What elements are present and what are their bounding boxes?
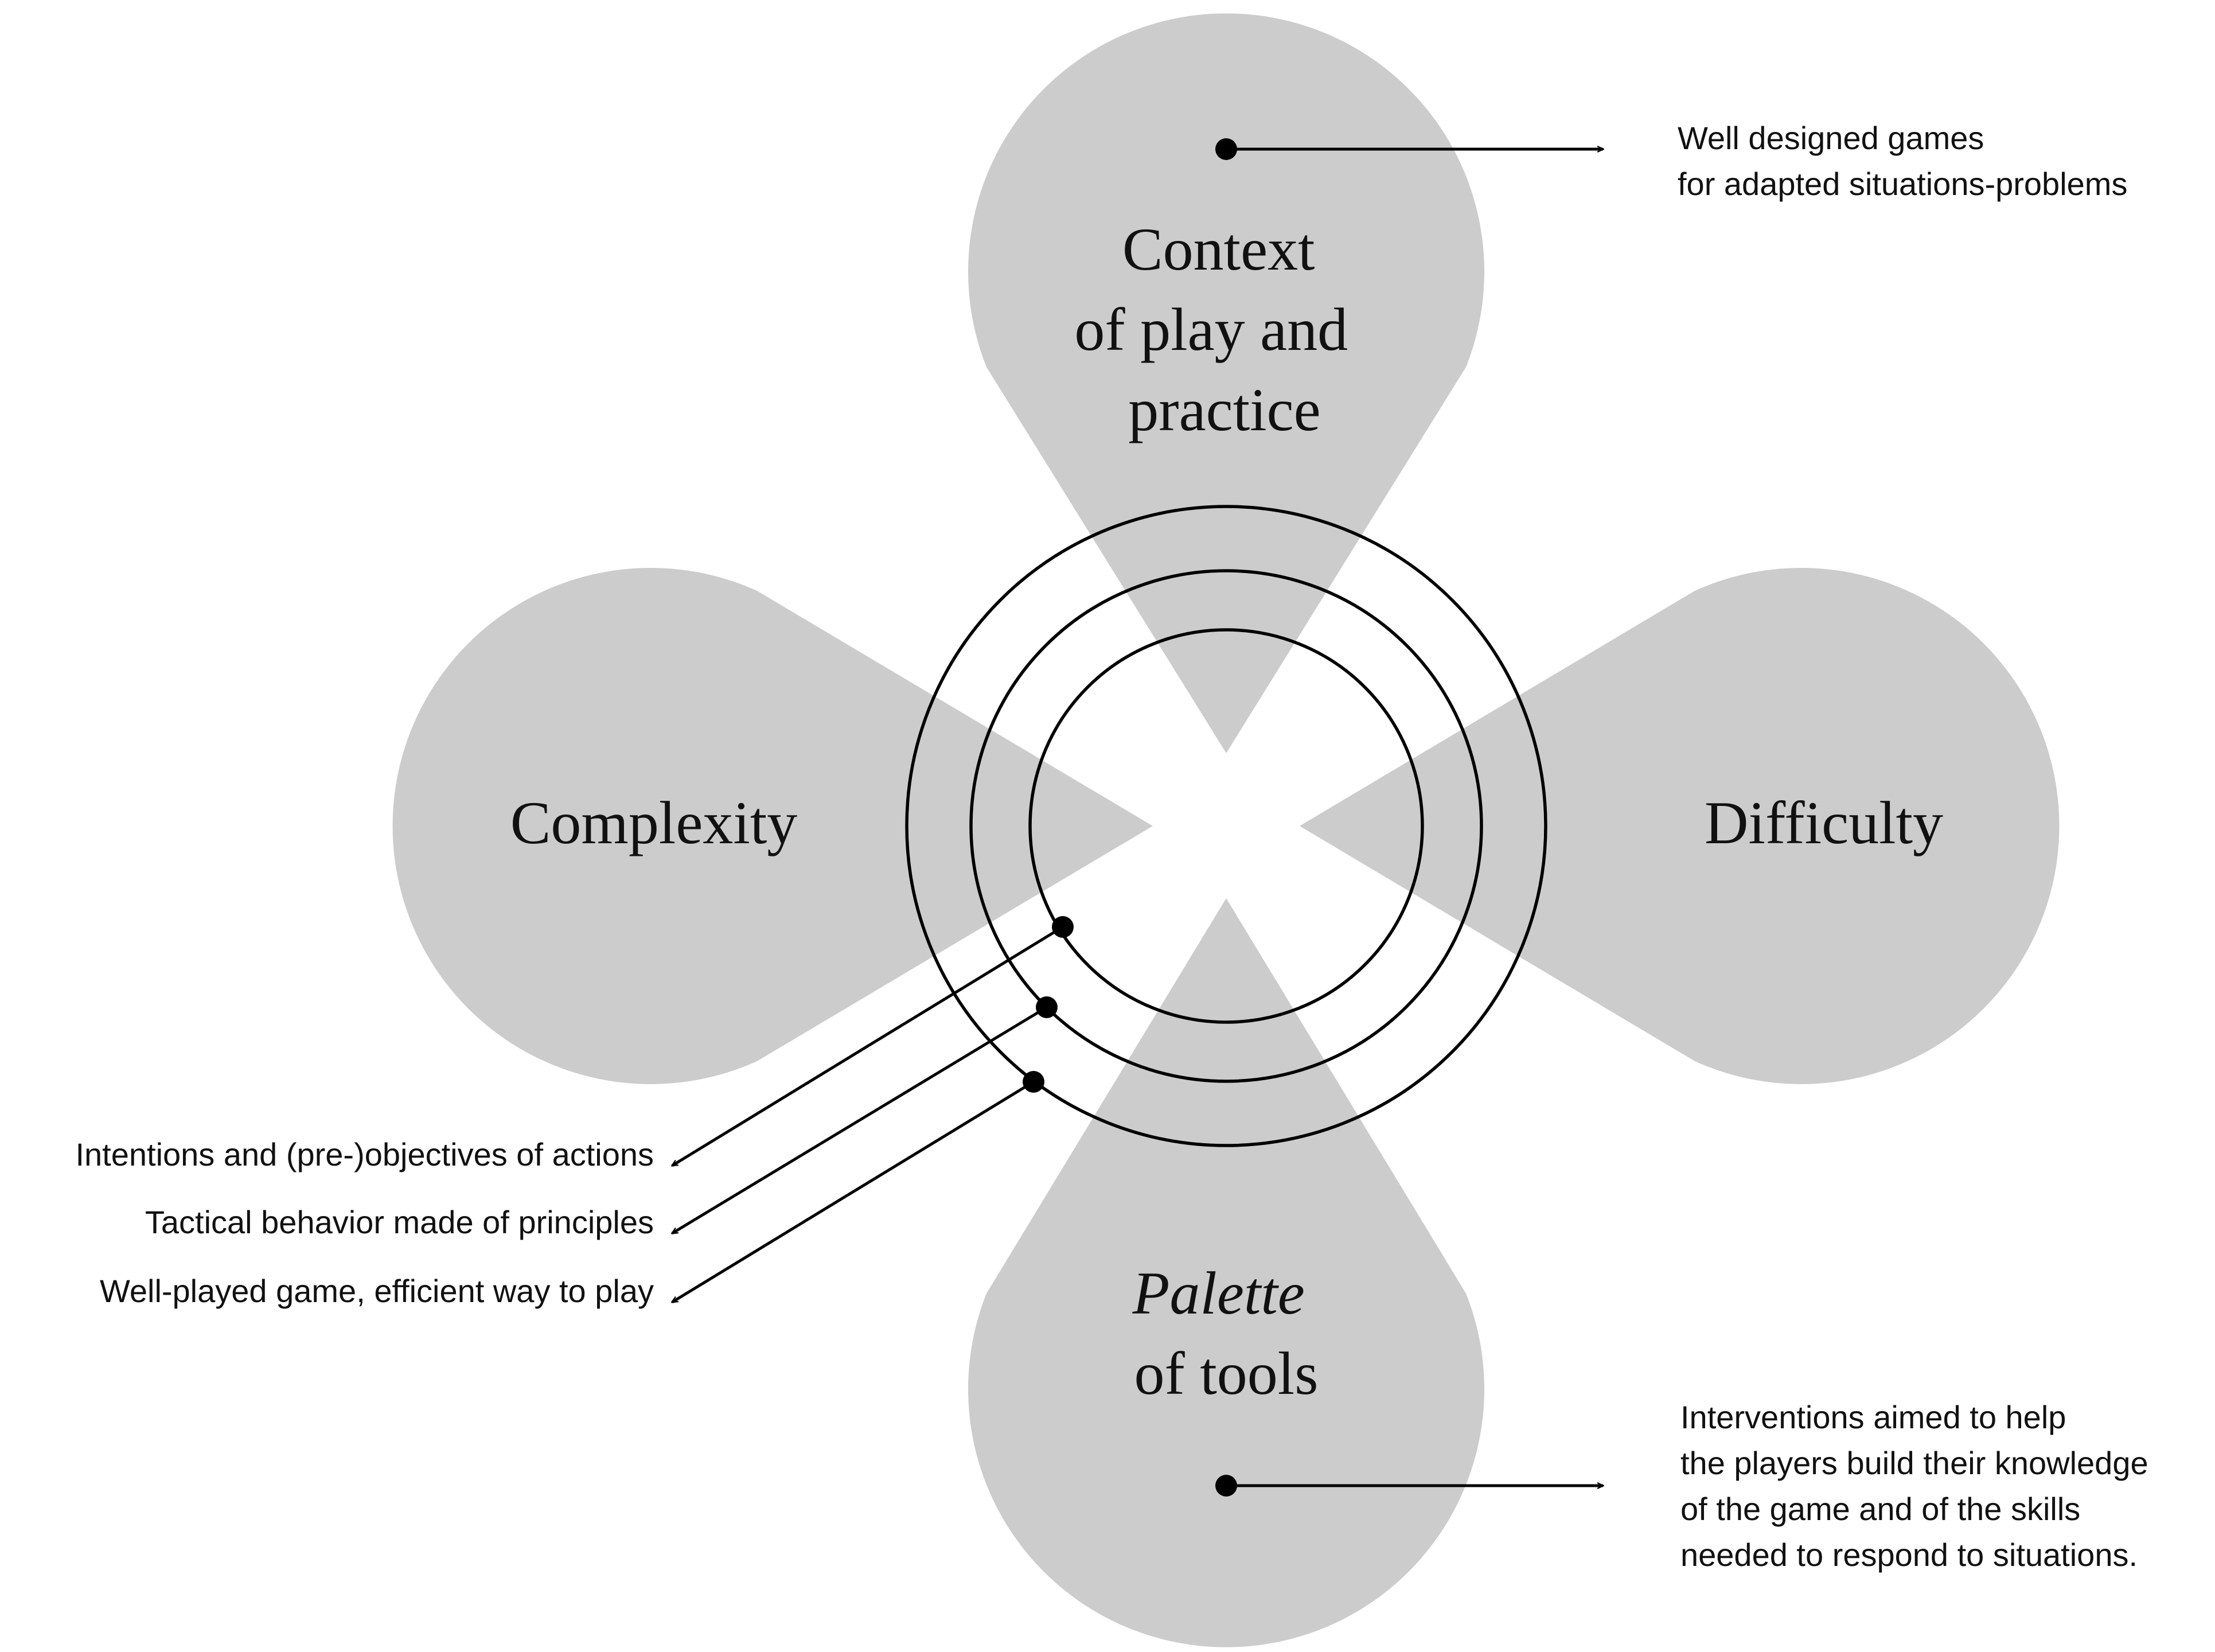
middle-ring-arrow [672, 1006, 1048, 1235]
bottom-callout-line-3: of the game and of the skills [1680, 1491, 2080, 1527]
outer-ring-label: Well-played game, efficient way to play [100, 1273, 654, 1309]
top-petal-line-3: practice [1128, 376, 1320, 443]
inner-ring-label: Intentions and (pre-)objectives of actio… [75, 1136, 654, 1172]
bottom-callout-line-4: needed to respond to situations. [1680, 1537, 2138, 1573]
top-callout-text: Well designed games for adapted situatio… [1678, 120, 2127, 202]
bottom-callout-text: Interventions aimed to help the players … [1680, 1399, 2157, 1573]
petal-top [968, 13, 1484, 753]
left-petal-label: Complexity [510, 789, 798, 856]
bottom-callout-line-2: the players build their knowledge [1680, 1445, 2148, 1481]
middle-ring-label: Tactical behavior made of principles [145, 1204, 654, 1240]
top-petal-line-1: Context [1122, 216, 1315, 283]
top-callout-line-1: Well designed games [1678, 120, 1984, 156]
inner-ring-arrow [672, 925, 1064, 1167]
bottom-petal-line-2: of tools [1134, 1340, 1319, 1407]
outer-ring [905, 505, 1547, 1147]
bottom-petal-line-1: Palette [1132, 1260, 1305, 1327]
middle-ring [969, 569, 1483, 1083]
petal-left [392, 568, 1153, 1084]
bottom-callout-line-1: Interventions aimed to help [1680, 1399, 2066, 1435]
top-petal-label: Context of play and practice [1074, 216, 1363, 443]
bottom-petal-label: Palette of tools [1132, 1260, 1320, 1407]
right-petal-label: Difficulty [1705, 789, 1943, 856]
top-petal-line-2: of play and [1074, 296, 1348, 363]
petal-right [1300, 568, 2060, 1084]
top-callout-line-2: for adapted situations-problems [1678, 166, 2127, 202]
inner-ring [1028, 628, 1424, 1024]
outer-ring-arrow [672, 1080, 1035, 1304]
petal-bottom [968, 898, 1484, 1647]
